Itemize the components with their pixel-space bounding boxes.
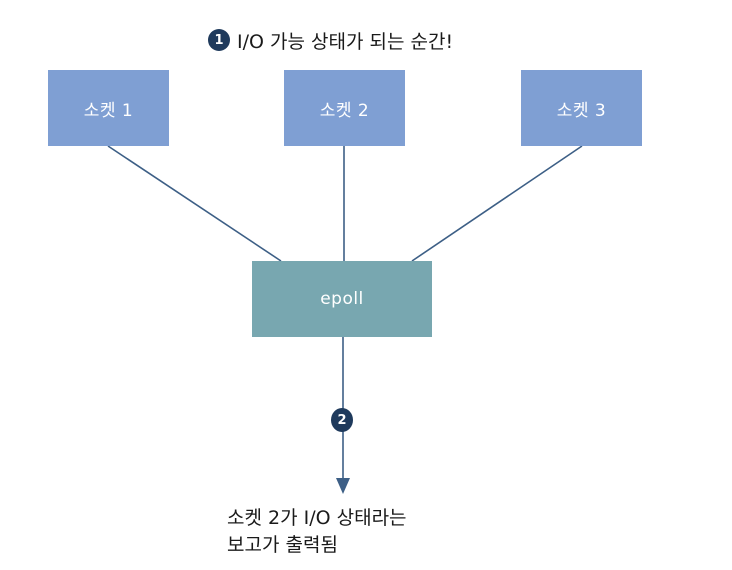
step1-badge: 1 xyxy=(208,29,230,51)
socket-1-label: 소켓 1 xyxy=(83,100,134,121)
output-arrowhead xyxy=(336,478,350,494)
link-socket3-epoll xyxy=(411,145,583,262)
link-socket1-epoll xyxy=(107,145,282,262)
socket-3-box: 소켓 3 xyxy=(521,70,642,146)
step2-badge: 2 xyxy=(331,408,353,432)
result-caption: 소켓 2가 I/O 상태라는 보고가 출력됨 xyxy=(227,505,407,559)
result-line-1: 소켓 2가 I/O 상태라는 xyxy=(227,507,407,529)
step1-text: I/O 가능 상태가 되는 순간! xyxy=(237,30,454,53)
socket-1-box: 소켓 1 xyxy=(48,70,169,146)
socket-3-label: 소켓 3 xyxy=(556,100,607,121)
result-line-2: 보고가 출력됨 xyxy=(227,534,338,556)
socket-2-box: 소켓 2 xyxy=(284,70,405,146)
epoll-box: epoll xyxy=(252,261,432,337)
socket-2-label: 소켓 2 xyxy=(319,100,370,121)
step1-caption: 1 I/O 가능 상태가 되는 순간! xyxy=(208,27,453,53)
epoll-label: epoll xyxy=(320,289,364,309)
